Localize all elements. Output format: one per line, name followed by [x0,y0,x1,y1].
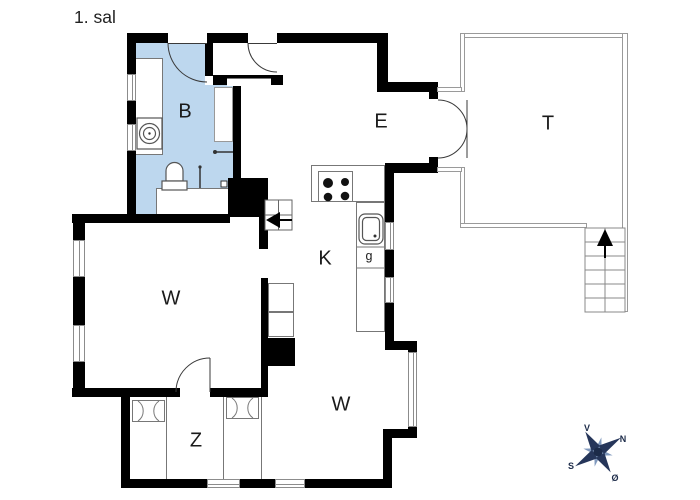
wall-segment [127,33,168,43]
bed-left-pillow [132,400,165,422]
room-label-bedroom: Z [189,429,203,452]
wall-segment [261,278,268,390]
wall-segment [72,388,180,397]
wall-segment [383,429,417,438]
compass-west-label: V [584,423,590,433]
terrace-wall [622,33,628,312]
room-label-living-west: W [161,287,181,310]
bathroom-sink-counter [132,58,163,155]
wall-segment [383,429,392,488]
wall-segment [408,341,417,352]
door-arc-closet [247,42,278,73]
terrace-wall [460,33,628,38]
wall-segment [385,250,394,277]
room-label-appliance: g [365,249,373,263]
terrace-wall [437,167,462,172]
bed-right-pillow [226,397,259,419]
wall-segment [121,479,207,488]
window [275,479,305,488]
wall-segment [73,277,85,325]
wall-segment [210,388,268,397]
compass-rose: V N S Ø [568,423,627,483]
window [408,352,417,427]
wall-segment [377,33,388,90]
wall-segment [205,43,213,76]
wall-segment [277,33,387,43]
room-label-living-south: W [331,393,351,416]
chimney-block [228,178,268,217]
terrace-wall [437,87,462,92]
black-cabinet [268,338,295,366]
wall-segment [429,90,438,99]
shelf [268,312,294,337]
wall-segment [259,217,268,249]
wall-segment [72,214,230,223]
window [73,325,85,362]
window [385,277,394,303]
compass-north-label: N [620,434,627,444]
wall-segment [127,151,136,215]
window [207,479,240,488]
room-label-entry: E [374,110,388,133]
wall-segment [240,479,275,488]
kitchen-counter-right [356,202,385,332]
door-arc-terrace-french [437,99,468,159]
stove [318,171,353,202]
wall-segment [385,303,394,342]
wall-segment [127,101,136,124]
shelf [268,283,294,312]
room-label-kitchen: K [318,247,332,270]
wall-segment [377,82,438,92]
wall-segment [73,362,85,396]
terrace-wall [460,167,465,228]
interior-stairs [264,199,293,231]
window [385,222,394,250]
bathroom-shower-strip [214,87,233,142]
compass-east-label: Ø [611,473,618,483]
wall-segment [121,390,130,488]
terrace-wall [460,33,465,92]
window [127,74,136,101]
floor-title: 1. sal [74,7,116,27]
room-label-terrace: T [541,112,555,135]
wall-segment [127,33,136,74]
terrace-wall [460,223,587,228]
window [127,124,136,151]
closet-shelf [227,78,271,86]
wall-segment [385,163,394,222]
wall-segment [233,83,241,180]
compass-south-label: S [568,461,574,471]
window [73,240,85,277]
room-label-bathroom: B [178,100,192,123]
wall-segment [305,479,392,488]
wall-segment [385,341,417,350]
wall-segment [385,163,438,173]
door-arc-bedroom [175,357,211,393]
wall-segment [207,33,248,43]
bathroom-bottom-counter [156,188,233,215]
terrace-stairs [584,227,626,313]
